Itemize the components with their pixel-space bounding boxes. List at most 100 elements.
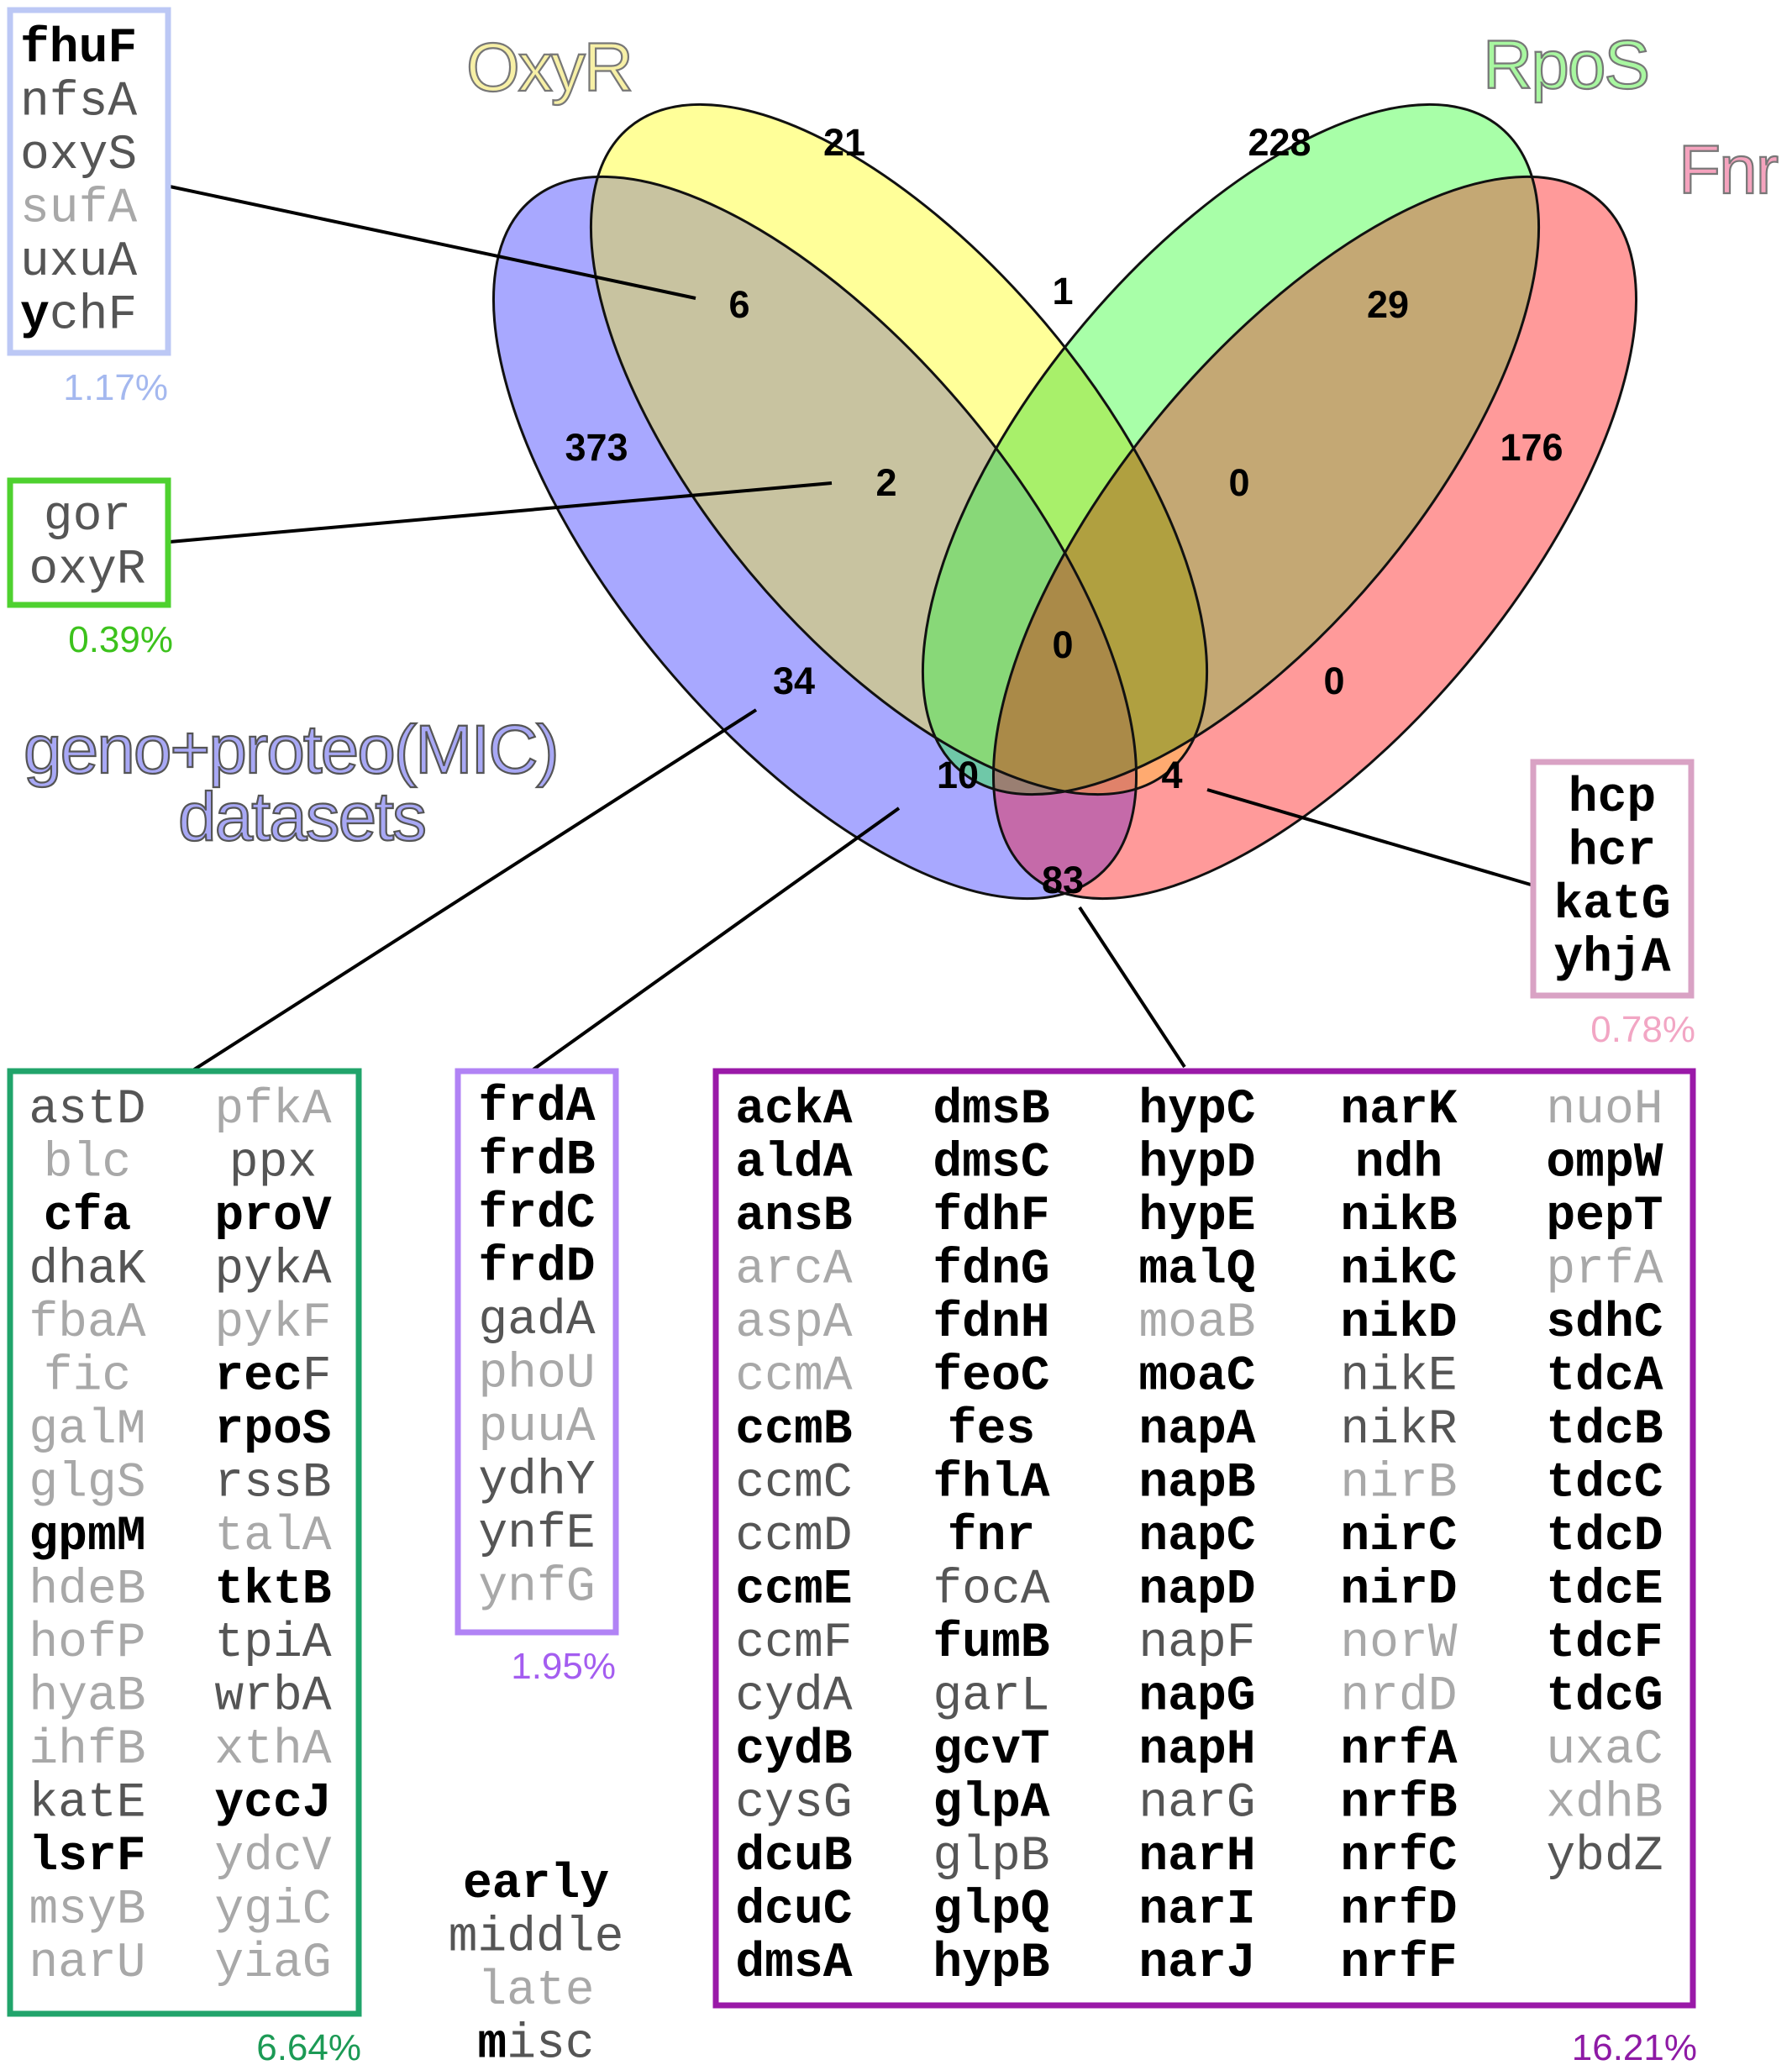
gene-label: nrdD [1340, 1670, 1457, 1725]
gene-label: nirB [1340, 1457, 1457, 1511]
gene-label: napG [1138, 1670, 1255, 1725]
connector-gf-only [1078, 906, 1186, 1069]
gene-label: nrfA [1340, 1723, 1457, 1778]
count-all-four: 0 [1052, 623, 1073, 666]
gene-label: nikD [1340, 1296, 1457, 1351]
gene-label: nirC [1340, 1510, 1457, 1564]
set-label-datasets: datasets [178, 779, 425, 855]
gene-label: dmsB [933, 1083, 1049, 1138]
gene-label: oxyR [29, 544, 145, 598]
gene-label: recF [214, 1350, 331, 1405]
gene-label: gpmM [29, 1510, 145, 1564]
gene-label: fumB [933, 1616, 1049, 1671]
gene-label: pykF [214, 1296, 331, 1351]
gene-label: ccmD [735, 1510, 852, 1564]
gene-label: tdcF [1546, 1616, 1663, 1671]
venn-outlines [492, 102, 1637, 901]
count-geno-rpos-fnr: 10 [937, 754, 979, 796]
gene-label: hcp [1569, 771, 1656, 826]
count-rpos-fnr: 29 [1367, 283, 1409, 326]
gene-label: glgS [29, 1457, 145, 1511]
gene-label: napC [1138, 1510, 1255, 1564]
count-oxyr-rpos-fnr: 0 [1228, 461, 1249, 504]
gene-label: fes [948, 1403, 1035, 1458]
gene-label: tpiA [214, 1616, 331, 1671]
gene-label: nikC [1340, 1243, 1457, 1298]
gene-label: fdnH [933, 1296, 1049, 1351]
gene-label: napA [1138, 1403, 1255, 1458]
gene-label: pepT [1546, 1190, 1663, 1244]
gene-label: fic [44, 1350, 131, 1405]
gene-label: narG [1138, 1777, 1255, 1831]
gene-label: prfA [1546, 1243, 1663, 1298]
gene-label: lsrF [29, 1830, 145, 1884]
gene-label: phoU [478, 1348, 595, 1402]
genebox-gr: astDblccfadhaKfbaAficgalMglgSgpmMhdeBhof… [29, 1083, 331, 1991]
count-geno-fnr: 83 [1042, 859, 1084, 901]
pct-gf-only: 16.21% [1572, 2027, 1697, 2065]
gene-label: tktB [214, 1563, 331, 1618]
gene-label: yccJ [214, 1777, 331, 1831]
gene-label: moaC [1138, 1350, 1255, 1405]
gene-label: napH [1138, 1723, 1255, 1778]
gene-label: late [477, 1964, 594, 2019]
gene-label: talA [214, 1510, 331, 1564]
gene-label: hdeB [29, 1563, 145, 1618]
gene-label: nikE [1340, 1350, 1457, 1405]
gene-label: uxaC [1546, 1723, 1663, 1778]
gene-label: dhaK [29, 1243, 145, 1298]
gene-label: sdhC [1546, 1296, 1663, 1351]
gene-label: ompW [1546, 1137, 1663, 1191]
gene-label: dcuB [735, 1830, 852, 1884]
gene-label: ccmA [735, 1350, 852, 1405]
gene-label: cydA [735, 1670, 852, 1725]
pct-og: 1.17% [63, 367, 168, 408]
gene-label: fbaA [29, 1296, 145, 1351]
gene-label: ccmF [735, 1616, 852, 1671]
gene-label: glpA [933, 1777, 1049, 1831]
genebox-ogr-frame [7, 477, 171, 608]
gene-label: yiaG [214, 1936, 331, 1991]
gene-label: fhlA [933, 1457, 1049, 1511]
genebox-grf-frame [455, 1068, 619, 1636]
set-label-oxyr: OxyR [466, 29, 632, 106]
gene-label: narJ [1138, 1936, 1255, 1991]
genebox-og-frame [7, 7, 171, 356]
gene-label: hypC [1138, 1083, 1255, 1138]
pct-gf: 0.78% [1590, 1009, 1695, 1050]
gene-label: middle [449, 1911, 624, 1966]
gene-label: nrfC [1340, 1830, 1457, 1884]
gene-label: proV [214, 1190, 331, 1244]
gene-label: ydcV [214, 1830, 331, 1884]
gene-label: focA [933, 1563, 1049, 1618]
connector-grf [529, 807, 901, 1073]
connector-gr [190, 708, 758, 1073]
gene-label: ihfB [29, 1723, 145, 1778]
gene-label: dcuC [735, 1884, 852, 1938]
gene-label: msyB [29, 1884, 145, 1938]
gene-label: gcvT [933, 1723, 1049, 1778]
count-oxyr-rpos: 1 [1052, 270, 1073, 313]
gene-label: early [463, 1857, 609, 1912]
gene-label: glpQ [933, 1884, 1049, 1938]
gene-label: ansB [735, 1190, 852, 1244]
gene-label: dmsA [735, 1936, 852, 1991]
gene-label: narI [1138, 1884, 1255, 1938]
gene-label: gor [44, 490, 131, 544]
gene-label: pfkA [214, 1083, 331, 1138]
gene-label: hcr [1569, 825, 1656, 880]
gene-label: aldA [735, 1137, 852, 1191]
gene-label: dmsC [933, 1137, 1049, 1191]
count-oxyr-only: 21 [823, 121, 865, 164]
gene-label: nrfF [1340, 1936, 1457, 1991]
gene-label: cfa [44, 1190, 131, 1244]
gene-label: fhuF [20, 22, 137, 76]
gene-label: aspA [735, 1296, 852, 1351]
gene-label: rpoS [214, 1403, 331, 1458]
gene-label: oxyS [20, 129, 137, 183]
gene-label: hypD [1138, 1137, 1255, 1191]
gene-label: yhjA [1553, 932, 1670, 986]
